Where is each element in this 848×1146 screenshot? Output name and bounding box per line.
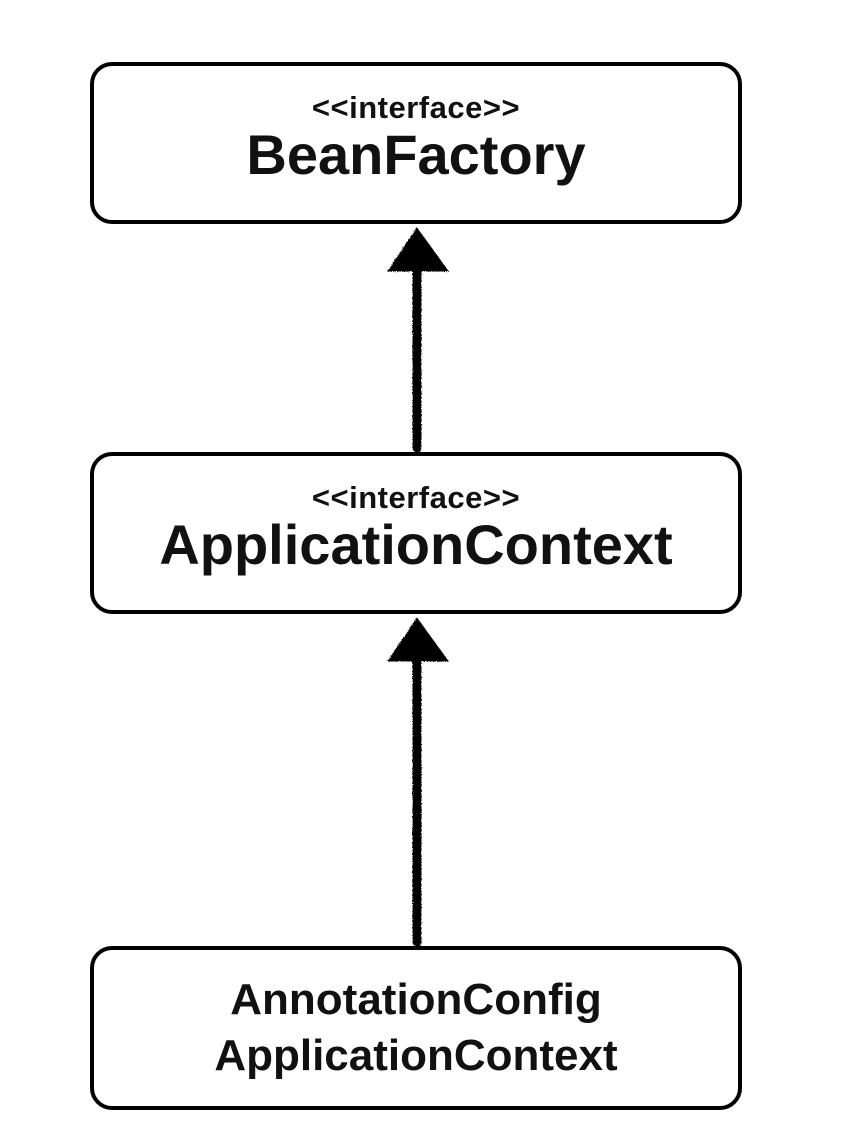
arrow-head [387,227,449,272]
node-title: BeanFactory [246,123,586,186]
arrow-head [387,617,449,662]
edge-applicationcontext-to-beanfactory [387,227,449,453]
stereotype-label: <<interface>> [311,90,521,125]
node-beanfactory: <<interface>> BeanFactory [90,62,742,224]
node-title: ApplicationContext [159,513,673,576]
node-applicationcontext: <<interface>> ApplicationContext [90,452,742,614]
node-title-line-2: ApplicationContext [214,1031,618,1080]
node-title-line-1: AnnotationConfig [230,975,602,1024]
stereotype-label: <<interface>> [311,480,521,515]
node-annotationconfigapplicationcontext: AnnotationConfig ApplicationContext [90,946,742,1110]
edge-annotationconfig-to-applicationcontext [387,617,449,947]
